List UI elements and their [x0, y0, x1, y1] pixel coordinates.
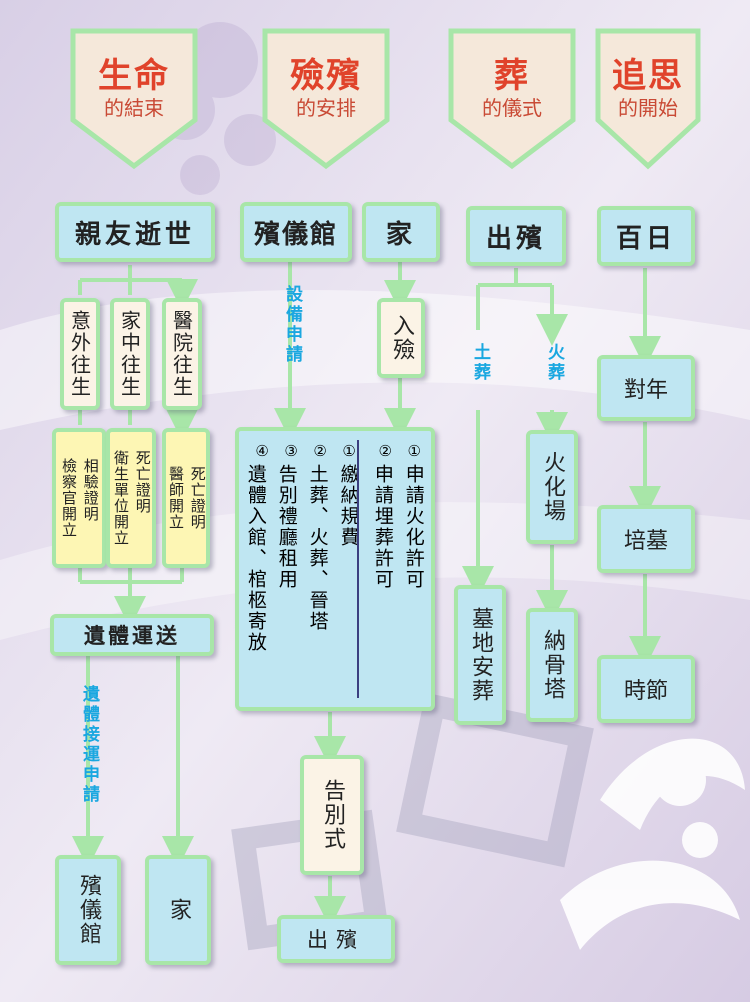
permit-item-2: 申請埋葬許可 — [371, 464, 394, 590]
cert-issuer: 衛生單位開立 — [112, 450, 130, 546]
num-2: ② — [313, 442, 327, 460]
header-title: 追思 — [612, 56, 684, 96]
node-cert-prosecutor: 相驗證明 檢察官開立 — [52, 428, 106, 568]
label-transport-request: 遺體接運申請 — [79, 685, 99, 805]
header-banner-4: 追思 的開始 — [595, 28, 701, 170]
num-2: ② — [378, 442, 392, 460]
node-procession-out: 出殯 — [466, 206, 566, 266]
node-crematorium: 火化場 — [526, 430, 578, 544]
node-encoffining: 入殮 — [377, 298, 425, 378]
node-cert-health: 死亡證明 衛生單位開立 — [106, 428, 156, 568]
num-4: ④ — [255, 442, 269, 460]
node-body-transport: 遺體運送 — [50, 614, 214, 656]
banner-shape — [595, 28, 701, 170]
node-cert-doctor: 死亡證明 醫師開立 — [162, 428, 210, 568]
node-tomb-visit: 培墓 — [597, 505, 695, 573]
equipment-item-4: 遺體入館、棺柩寄放 — [244, 464, 267, 653]
equipment-list: ① ② ③ ④ 繳納規費 土葬、火葬、晉塔 告別禮廳租用 遺體入館、棺柩寄放 — [244, 442, 360, 653]
num-1: ① — [407, 442, 421, 460]
header-title: 葬 — [494, 56, 530, 96]
label-cremation: 火葬 — [544, 343, 564, 383]
cert-issuer: 檢察官開立 — [60, 458, 78, 538]
node-hundred-days: 百日 — [597, 206, 695, 266]
node-columbarium: 納骨塔 — [526, 608, 578, 722]
node-hospital-death: 醫院往生 — [162, 298, 202, 410]
equipment-item-1: 繳納規費 — [337, 464, 360, 548]
permit-list: ① ② 申請火化許可 申請埋葬許可 — [371, 442, 425, 590]
equipment-item-2: 土葬、火葬、晉塔 — [306, 464, 329, 632]
node-cemetery-burial: 墓地安葬 — [454, 585, 506, 725]
header-subtitle: 的結束 — [104, 96, 164, 120]
node-dest-home: 家 — [145, 855, 211, 965]
num-1: ① — [342, 442, 356, 460]
node-accident-death: 意外往生 — [60, 298, 100, 410]
banner-shape — [70, 28, 198, 170]
node-funeral-procession: 出殯 — [277, 915, 395, 963]
node-farewell-ceremony: 告別式 — [300, 755, 364, 875]
cert-title: 死亡證明 — [188, 466, 207, 530]
node-application-panel — [235, 427, 435, 711]
node-relative-passed: 親友逝世 — [55, 202, 215, 262]
node-funeral-home: 殯儀館 — [240, 202, 352, 262]
header-banner-3: 葬 的儀式 — [448, 28, 576, 170]
header-banner-1: 生命 的結束 — [70, 28, 198, 170]
permit-numbers: ① ② — [372, 442, 424, 460]
equipment-numbers: ① ② ③ ④ — [245, 442, 359, 460]
banner-shape — [448, 28, 576, 170]
label-equipment-request: 設備申請 — [282, 285, 302, 365]
header-subtitle: 的安排 — [296, 96, 356, 120]
header-banner-2: 殮殯 的安排 — [262, 28, 390, 170]
equipment-item-3: 告別禮廳租用 — [275, 464, 298, 590]
header-subtitle: 的開始 — [618, 96, 678, 120]
node-festivals: 時節 — [597, 655, 695, 723]
header-title: 殮殯 — [290, 56, 362, 96]
node-home-death: 家中往生 — [110, 298, 150, 410]
node-home: 家 — [362, 202, 440, 262]
num-3: ③ — [284, 442, 298, 460]
panel-divider — [357, 440, 359, 698]
cert-title: 死亡證明 — [133, 450, 152, 514]
header-subtitle: 的儀式 — [482, 96, 542, 120]
node-dest-funeral-home: 殯儀館 — [55, 855, 121, 965]
label-burial: 土葬 — [470, 343, 490, 383]
header-title: 生命 — [98, 56, 170, 96]
permit-item-1: 申請火化許可 — [402, 464, 425, 590]
cert-issuer: 醫師開立 — [167, 466, 185, 530]
banner-shape — [262, 28, 390, 170]
cert-title: 相驗證明 — [81, 458, 100, 522]
node-first-anniversary: 對年 — [597, 355, 695, 421]
